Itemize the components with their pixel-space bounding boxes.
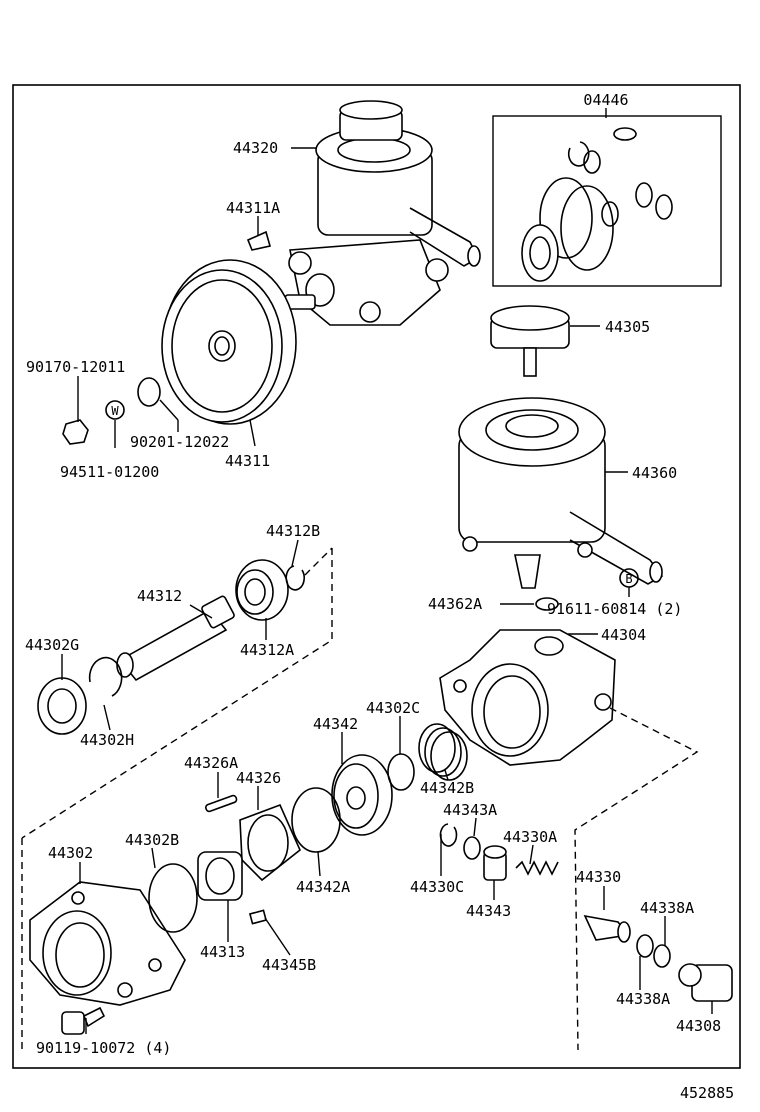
diagram-number: 452885 [680,1084,734,1102]
label-44345B: 44345B [262,956,316,974]
oring-44343A [463,836,481,860]
side-plate-44342 [331,754,393,836]
label-44302: 44302 [48,844,93,862]
label-44330C: 44330C [410,878,464,896]
label-44302B: 44302B [125,831,179,849]
label-04446: 04446 [583,91,628,109]
nut-90170-12011 [62,419,89,445]
label-44343: 44343 [466,902,511,920]
label-44308: 44308 [676,1017,721,1035]
front-housing-44304 [439,629,616,766]
washer-90201-12022 [137,377,161,407]
label-44312B: 44312B [266,522,320,540]
label-44343A: 44343A [443,801,497,819]
label-44302H: 44302H [80,731,134,749]
diagram-frame [12,84,741,1069]
label-44313: 44313 [200,943,245,961]
label-44304: 44304 [601,626,646,644]
spring-44330A [515,860,559,876]
oring-44362A [535,597,559,611]
kit-box-04446 [492,115,722,287]
oring-44338A-upper [636,934,654,958]
label-91611-60814: 91611-60814 (2) [547,600,682,618]
kit-04446-seals [521,127,673,282]
label-44326: 44326 [236,769,281,787]
oring-44342A [291,787,341,853]
oring-44302C [387,753,415,791]
bolt-90119-10072 [61,1006,106,1035]
label-44302C: 44302C [366,699,420,717]
label-44342: 44342 [313,715,358,733]
reservoir-44360 [458,397,664,589]
label-44320: 44320 [233,139,278,157]
label-44330: 44330 [576,868,621,886]
snap-ring-44312B [285,565,306,591]
rear-housing-44302 [29,881,186,1006]
pulley-44311 [161,259,297,425]
label-90201-12022: 90201-12022 [130,433,229,451]
label-44311A: 44311A [226,199,280,217]
label-90170-12011: 90170-12011 [26,358,125,376]
leader-lines [61,108,713,1034]
guide-line-housing [574,707,699,1051]
label-44311: 44311 [225,452,270,470]
snap-ring-44302H [88,656,123,697]
label-44342A: 44342A [296,878,350,896]
marker-w-label: W [111,404,119,418]
oring-44338A-lower [653,944,671,968]
spring-44342B [418,723,468,781]
cam-ring-44326 [239,803,301,882]
marker-b-label: B [625,572,632,586]
valve-44343 [483,845,507,881]
label-44312A: 44312A [240,641,294,659]
label-44305: 44305 [605,318,650,336]
pump-assembly-44320 [246,100,481,326]
rotor-44313 [197,851,243,901]
label-44326A: 44326A [184,754,238,772]
marker-w-circle [105,400,125,420]
oring-44302B [148,863,198,933]
label-44338A-top: 44338A [640,899,694,917]
label-44342B: 44342B [420,779,474,797]
label-94511-01200: 94511-01200 [60,463,159,481]
oil-seal-44302G [37,677,87,735]
shaft-44312 [116,595,235,682]
label-44330A: 44330A [503,828,557,846]
snap-ring-44330C [439,823,458,847]
reservoir-cap-44305 [490,305,570,377]
bearing-44312A [235,559,289,621]
label-44338A-bottom: 44338A [616,990,670,1008]
plug-44308 [678,963,733,1002]
label-44360: 44360 [632,464,677,482]
flow-valve-44330 [583,914,631,943]
vane-44345B [248,909,268,925]
pin-44326A [204,794,238,813]
label-44312: 44312 [137,587,182,605]
guide-line-shaft-group [21,547,333,839]
label-90119-10072: 90119-10072 (4) [36,1039,171,1057]
label-44362A: 44362A [428,595,482,613]
label-44302G: 44302G [25,636,79,654]
